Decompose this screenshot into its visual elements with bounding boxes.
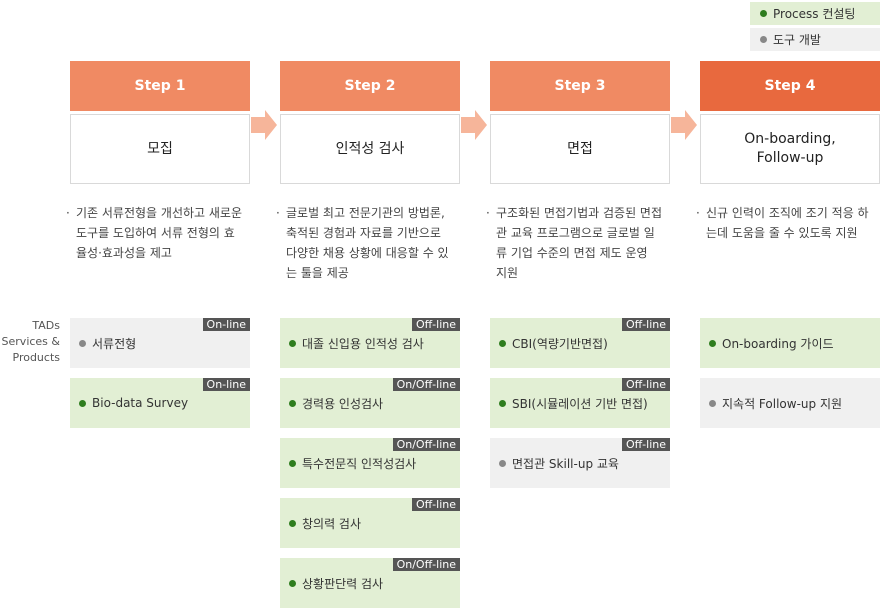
step-3-title: 면접 xyxy=(490,114,670,184)
green-dot-icon xyxy=(79,399,86,407)
product-card: CBI(역량기반면접) Off-line xyxy=(490,318,670,368)
bullet: · xyxy=(696,206,700,220)
description-text: 신규 인력이 조직에 조기 적응 하는데 도움을 줄 수 있도록 지원 xyxy=(706,206,869,240)
step-4-header: Step 4 xyxy=(700,61,880,111)
step-1-description: · 기존 서류전형을 개선하고 새로운 도구를 도입하여 서류 전형의 효율성·… xyxy=(66,203,242,263)
delivery-badge: On-line xyxy=(202,378,250,391)
description-text: 구조화된 면접기법과 검증된 면접관 교육 프로그램으로 글로벌 일류 기업 수… xyxy=(496,206,663,280)
product-label: 대졸 신입용 인적성 검사 xyxy=(302,336,424,351)
green-dot-icon xyxy=(289,339,296,347)
green-dot-icon xyxy=(289,579,296,587)
product-card: 서류전형 On-line xyxy=(70,318,250,368)
step-2-description: · 글로벌 최고 전문기관의 방법론, 축적된 경험과 자료를 기반으로 다양한… xyxy=(276,203,452,283)
step-1-title: 모집 xyxy=(70,114,250,184)
delivery-badge: On/Off-line xyxy=(392,378,460,391)
product-card: 상황판단력 검사 On/Off-line xyxy=(280,558,460,608)
step-2-title: 인적성 검사 xyxy=(280,114,460,184)
product-card: 특수전문직 인적성검사 On/Off-line xyxy=(280,438,460,488)
delivery-badge: On-line xyxy=(202,318,250,331)
product-label: 지속적 Follow-up 지원 xyxy=(722,396,843,411)
step-3-header: Step 3 xyxy=(490,61,670,111)
gray-dot-icon xyxy=(760,36,767,43)
description-text: 기존 서류전형을 개선하고 새로운 도구를 도입하여 서류 전형의 효율성·효과… xyxy=(76,206,243,260)
delivery-badge: Off-line xyxy=(411,318,460,331)
green-dot-icon xyxy=(289,399,296,407)
step-1-header: Step 1 xyxy=(70,61,250,111)
legend-item-consulting: Process 컨설팅 xyxy=(750,2,880,25)
delivery-badge: Off-line xyxy=(621,438,670,451)
product-label: SBI(시뮬레이션 기반 면접) xyxy=(512,396,648,411)
green-dot-icon xyxy=(289,459,296,467)
product-label: CBI(역량기반면접) xyxy=(512,336,608,351)
bullet: · xyxy=(66,206,70,220)
product-card: Bio-data Survey On-line xyxy=(70,378,250,428)
product-card: On-boarding 가이드 xyxy=(700,318,880,368)
product-label: 서류전형 xyxy=(92,336,137,351)
product-label: 상황판단력 검사 xyxy=(302,576,384,591)
product-card: 창의력 검사 Off-line xyxy=(280,498,460,548)
green-dot-icon xyxy=(709,339,716,347)
arrow-right-icon xyxy=(251,110,277,140)
arrow-right-icon xyxy=(671,110,697,140)
product-label: 창의력 검사 xyxy=(302,516,362,531)
product-card: 경력용 인성검사 On/Off-line xyxy=(280,378,460,428)
product-card: SBI(시뮬레이션 기반 면접) Off-line xyxy=(490,378,670,428)
step-3-description: · 구조화된 면접기법과 검증된 면접관 교육 프로그램으로 글로벌 일류 기업… xyxy=(486,203,662,283)
product-label: 특수전문직 인적성검사 xyxy=(302,456,417,471)
green-dot-icon xyxy=(499,339,506,347)
legend-label: 도구 개발 xyxy=(773,33,821,47)
step-4-description: · 신규 인력이 조직에 조기 적응 하는데 도움을 줄 수 있도록 지원 xyxy=(696,203,872,243)
delivery-badge: Off-line xyxy=(621,378,670,391)
product-card: 대졸 신입용 인적성 검사 Off-line xyxy=(280,318,460,368)
step-4-title: On-boarding, Follow-up xyxy=(700,114,880,184)
legend-item-tool: 도구 개발 xyxy=(750,28,880,51)
green-dot-icon xyxy=(499,399,506,407)
product-label: Bio-data Survey xyxy=(92,396,189,410)
arrow-right-icon xyxy=(461,110,487,140)
product-label: 경력용 인성검사 xyxy=(302,396,384,411)
services-products-label: TADs Services & Products xyxy=(1,319,60,364)
delivery-badge: Off-line xyxy=(411,498,460,511)
gray-dot-icon xyxy=(79,339,86,347)
step-2-header: Step 2 xyxy=(280,61,460,111)
delivery-badge: On/Off-line xyxy=(392,558,460,571)
delivery-badge: Off-line xyxy=(621,318,670,331)
legend-label: Process 컨설팅 xyxy=(773,7,856,21)
product-card: 지속적 Follow-up 지원 xyxy=(700,378,880,428)
bullet: · xyxy=(486,206,490,220)
bullet: · xyxy=(276,206,280,220)
gray-dot-icon xyxy=(499,459,506,467)
green-dot-icon xyxy=(289,519,296,527)
product-label: 면접관 Skill-up 교육 xyxy=(512,456,619,471)
gray-dot-icon xyxy=(709,399,716,407)
delivery-badge: On/Off-line xyxy=(392,438,460,451)
product-label: On-boarding 가이드 xyxy=(722,336,834,351)
green-dot-icon xyxy=(760,10,767,17)
description-text: 글로벌 최고 전문기관의 방법론, 축적된 경험과 자료를 기반으로 다양한 채… xyxy=(286,206,449,280)
